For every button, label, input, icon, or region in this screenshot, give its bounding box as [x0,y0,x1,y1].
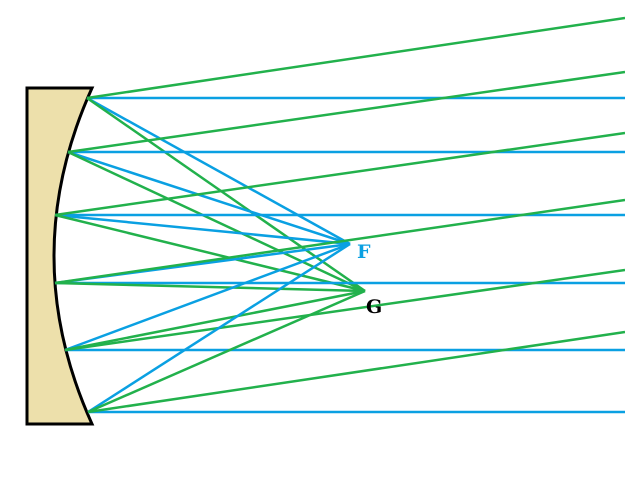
oblique-incident-ray [54,131,625,217]
secondary-focus-label: G [366,296,382,318]
reflected-ray-to-focus [87,242,351,414]
reflected-ray-to-focus [54,213,351,246]
oblique-incident-ray [86,16,625,100]
focus-label: F [357,241,371,263]
oblique-incident-ray [64,268,625,352]
oblique-incident-ray [67,70,625,154]
concave-mirror [25,86,95,426]
oblique-incident-ray [87,330,625,414]
reflected-ray-to-g [87,289,366,414]
reflected-ray-to-focus [86,96,351,246]
reflected-ray-to-g [54,281,366,293]
reflected-ray-to-focus [67,150,351,246]
reflected-ray-to-g [54,213,366,293]
reflected-ray-to-g [86,96,366,293]
reflected-ray-to-g [64,289,366,352]
reflected-ray-to-g [67,150,366,293]
reflected-ray-to-focus [64,242,351,352]
oblique-incident-ray [54,198,625,285]
